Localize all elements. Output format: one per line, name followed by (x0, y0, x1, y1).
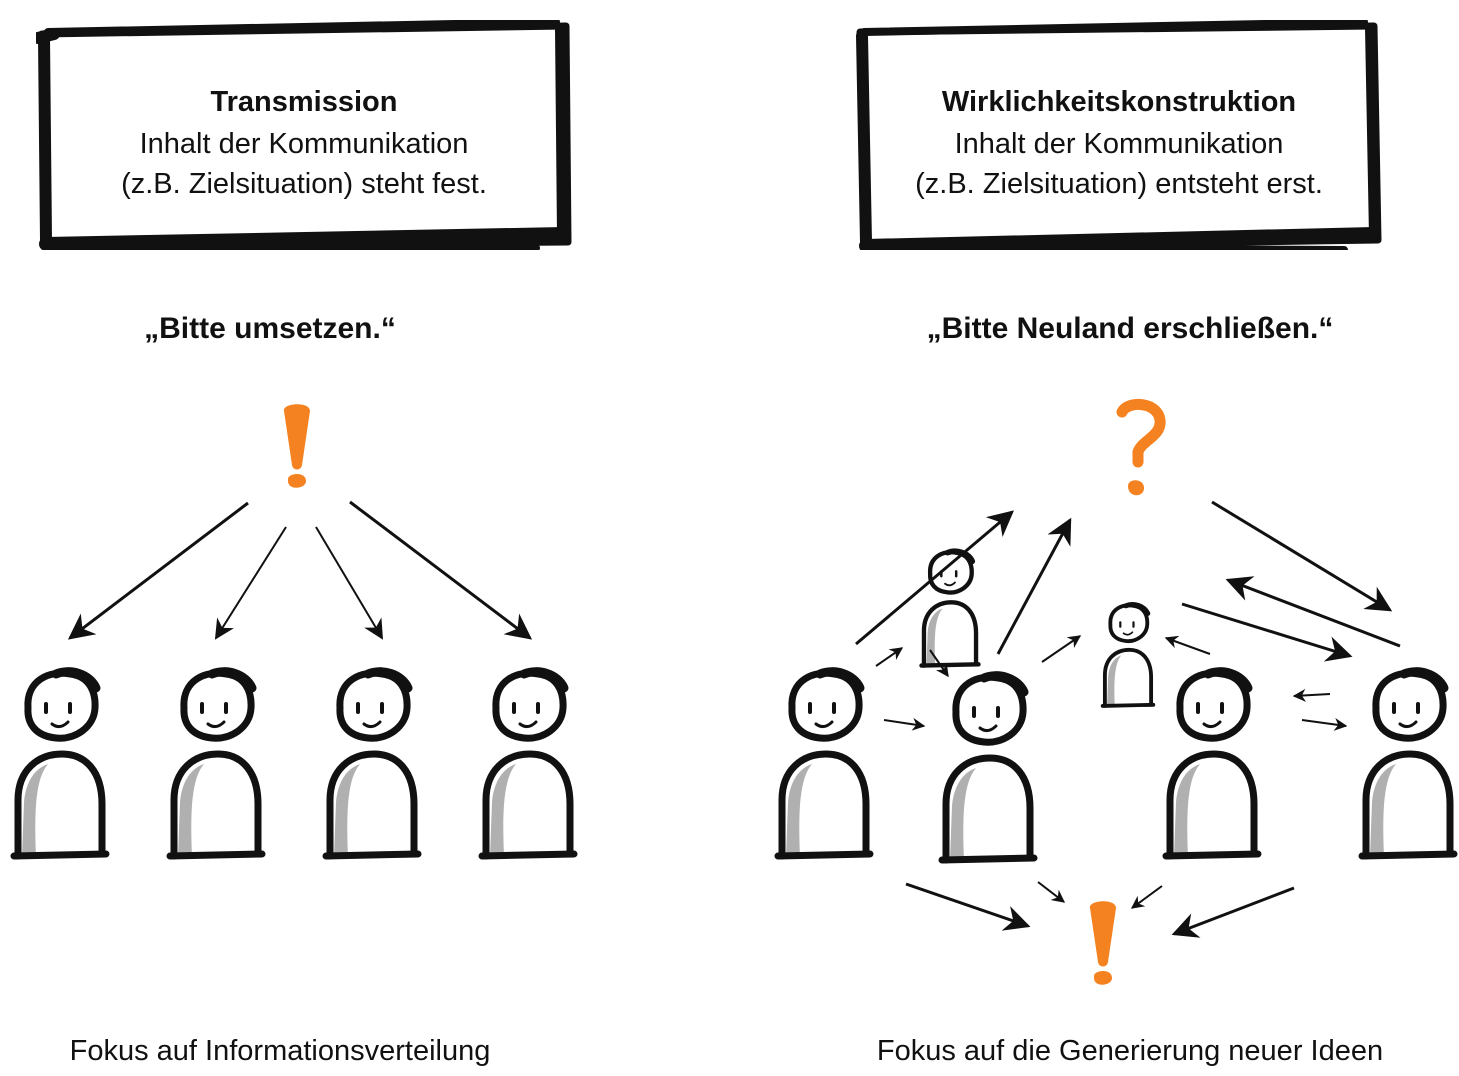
construction-line-2: (z.B. Zielsituation) entsteht erst. (915, 168, 1323, 200)
arrow-to-person-3 (315, 526, 384, 640)
transmission-box-frame (36, 20, 572, 250)
construction-panel: Wirklichkeitskonstruktion Inhalt der Kom… (730, 0, 1459, 1076)
transmission-box: Transmission Inhalt der Kommunikation (z… (36, 20, 572, 250)
arrow-small-9 (1130, 885, 1163, 909)
arrow-small-2 (883, 717, 926, 731)
person-3 (326, 672, 418, 856)
transmission-line-2: (z.B. Zielsituation) steht fest. (121, 168, 487, 200)
transmission-caption: Fokus auf Informationsverteilung (69, 1035, 491, 1067)
arrow-small-5 (1164, 635, 1211, 655)
question-mark-icon (1116, 399, 1166, 496)
arrow-person-right (1181, 602, 1353, 662)
transmission-line-1: Inhalt der Kommunikation (139, 128, 469, 160)
construction-caption: Fokus auf die Generierung neuer Ideen (876, 1035, 1384, 1067)
arrow-small-7 (1301, 717, 1348, 731)
arrow-small-4 (1041, 635, 1082, 663)
construction-box: Wirklichkeitskonstruktion Inhalt der Kom… (854, 20, 1384, 250)
exclamation-icon-top (283, 404, 310, 488)
construction-box-frame (856, 20, 1382, 250)
person-small-2 (1103, 605, 1154, 706)
construction-title: Wirklichkeitskonstruktion (941, 86, 1297, 118)
arrow-to-person-2 (214, 526, 287, 640)
arrow-person-back (1225, 576, 1401, 648)
exclamation-icon-bottom (1089, 901, 1116, 985)
arrow-to-result-1 (905, 882, 1031, 931)
transmission-diagram (0, 404, 730, 1076)
person-small-1 (921, 551, 978, 665)
arrow-small-1 (875, 647, 904, 667)
person-4 (1362, 672, 1454, 856)
person-1 (14, 672, 106, 856)
arrow-to-person-4 (349, 500, 533, 640)
arrow-up-2 (996, 517, 1072, 655)
person-2 (170, 672, 262, 856)
person-3 (1166, 672, 1258, 856)
person-4 (482, 672, 574, 856)
construction-line-1: Inhalt der Kommunikation (954, 128, 1284, 160)
arrow-small-6 (1292, 688, 1331, 702)
person-1 (778, 672, 870, 856)
transmission-title: Transmission (210, 86, 398, 118)
transmission-panel: Transmission Inhalt der Kommunikation (z… (0, 20, 730, 1076)
person-2 (942, 676, 1034, 860)
arrow-to-person-1 (67, 501, 249, 640)
transmission-slogan: „Bitte umsetzen.“ (144, 312, 396, 345)
arrow-up-1 (855, 510, 1014, 646)
arrow-small-3 (929, 649, 949, 678)
arrow-to-result-2 (1171, 886, 1295, 938)
arrow-down-right (1211, 500, 1393, 612)
construction-slogan: „Bitte Neuland erschließen.“ (926, 312, 1334, 345)
construction-diagram (730, 399, 1459, 985)
arrow-small-8 (1037, 881, 1066, 903)
